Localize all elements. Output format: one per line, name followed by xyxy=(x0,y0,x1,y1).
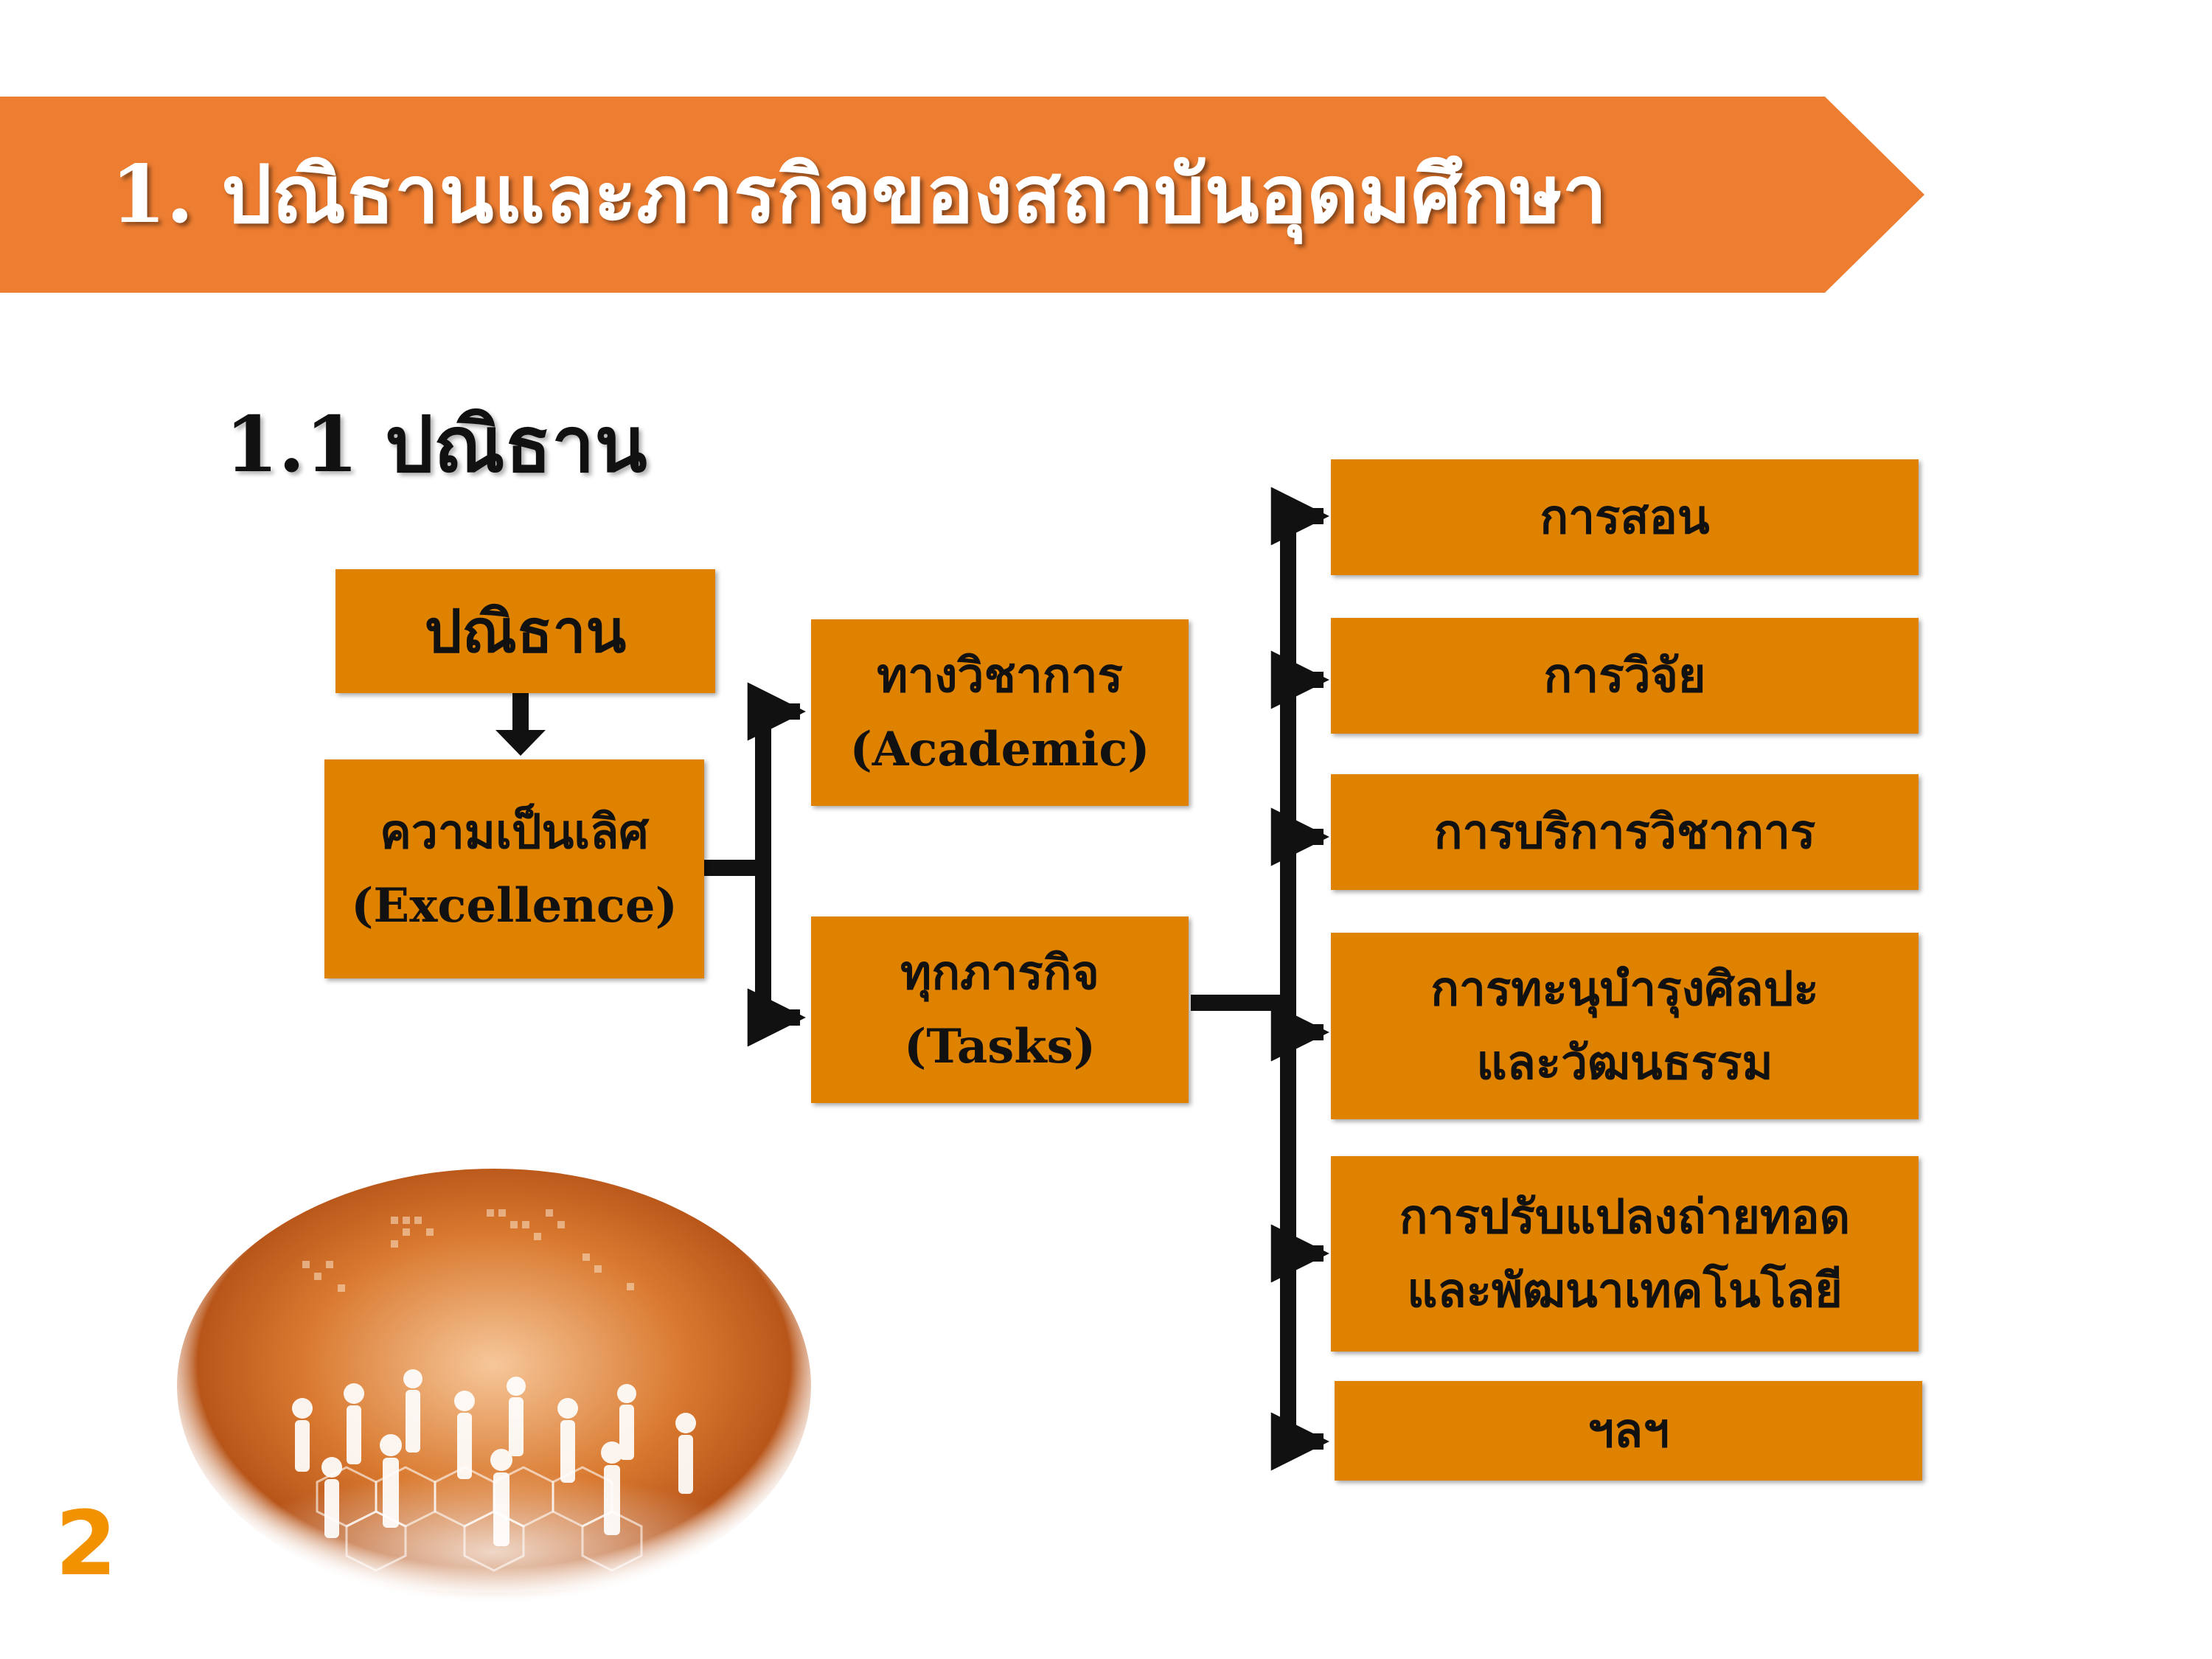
box-excellence-line1: ความเป็นเลิศ xyxy=(380,804,649,860)
mission-label-line1: การทะนุบำรุงศิลปะ xyxy=(1430,961,1819,1017)
section-heading: 1.1 ปณิธาน xyxy=(225,399,647,490)
mission-label-line2: และพัฒนาเทคโนโลยี xyxy=(1407,1262,1843,1318)
down-arrow-icon xyxy=(495,730,546,756)
mission-label: การบริการวิชาการ xyxy=(1433,804,1816,860)
mission-label-line2: และวัฒนธรรม xyxy=(1476,1034,1773,1091)
slide-title: 1. ปณิธานและภารกิจของสถาบันอุดมศึกษา xyxy=(111,148,1607,241)
mission-label: การสอน xyxy=(1540,489,1710,545)
box-academic-line2: (Academic) xyxy=(849,721,1150,777)
mission-label: การวิจัย xyxy=(1543,647,1706,703)
box-mission-arts-culture: การทะนุบำรุงศิลปะ และวัฒนธรรม xyxy=(1331,933,1919,1119)
mission-label-line1: การปรับแปลงถ่ายทอด xyxy=(1399,1189,1851,1245)
box-mission-technology: การปรับแปลงถ่ายทอด และพัฒนาเทคโนโลยี xyxy=(1331,1156,1919,1352)
box-pannitan: ปณิธาน xyxy=(335,569,715,693)
globe-network-illustration xyxy=(177,1169,811,1604)
box-academic-line1: ทางวิชาการ xyxy=(877,647,1123,703)
title-banner: 1. ปณิธานและภารกิจของสถาบันอุดมศึกษา xyxy=(0,97,1924,293)
box-mission-research: การวิจัย xyxy=(1331,618,1919,734)
banner-arrow-shape xyxy=(0,97,1924,293)
box-excellence: ความเป็นเลิศ (Excellence) xyxy=(324,759,704,978)
box-mission-etc: ฯลฯ xyxy=(1335,1381,1922,1481)
box-academic: ทางวิชาการ (Academic) xyxy=(811,619,1189,806)
mission-label: ฯลฯ xyxy=(1587,1402,1670,1458)
box-pannitan-label: ปณิธาน xyxy=(424,597,627,666)
box-tasks: ทุกภารกิจ (Tasks) xyxy=(811,917,1189,1103)
box-mission-teaching: การสอน xyxy=(1331,459,1919,575)
page-number: 2 xyxy=(55,1493,117,1596)
box-tasks-line1: ทุกภารกิจ xyxy=(900,945,1099,1001)
box-tasks-line2: (Tasks) xyxy=(904,1018,1096,1074)
box-excellence-line2: (Excellence) xyxy=(351,877,678,933)
box-mission-academic-service: การบริการวิชาการ xyxy=(1331,774,1919,890)
